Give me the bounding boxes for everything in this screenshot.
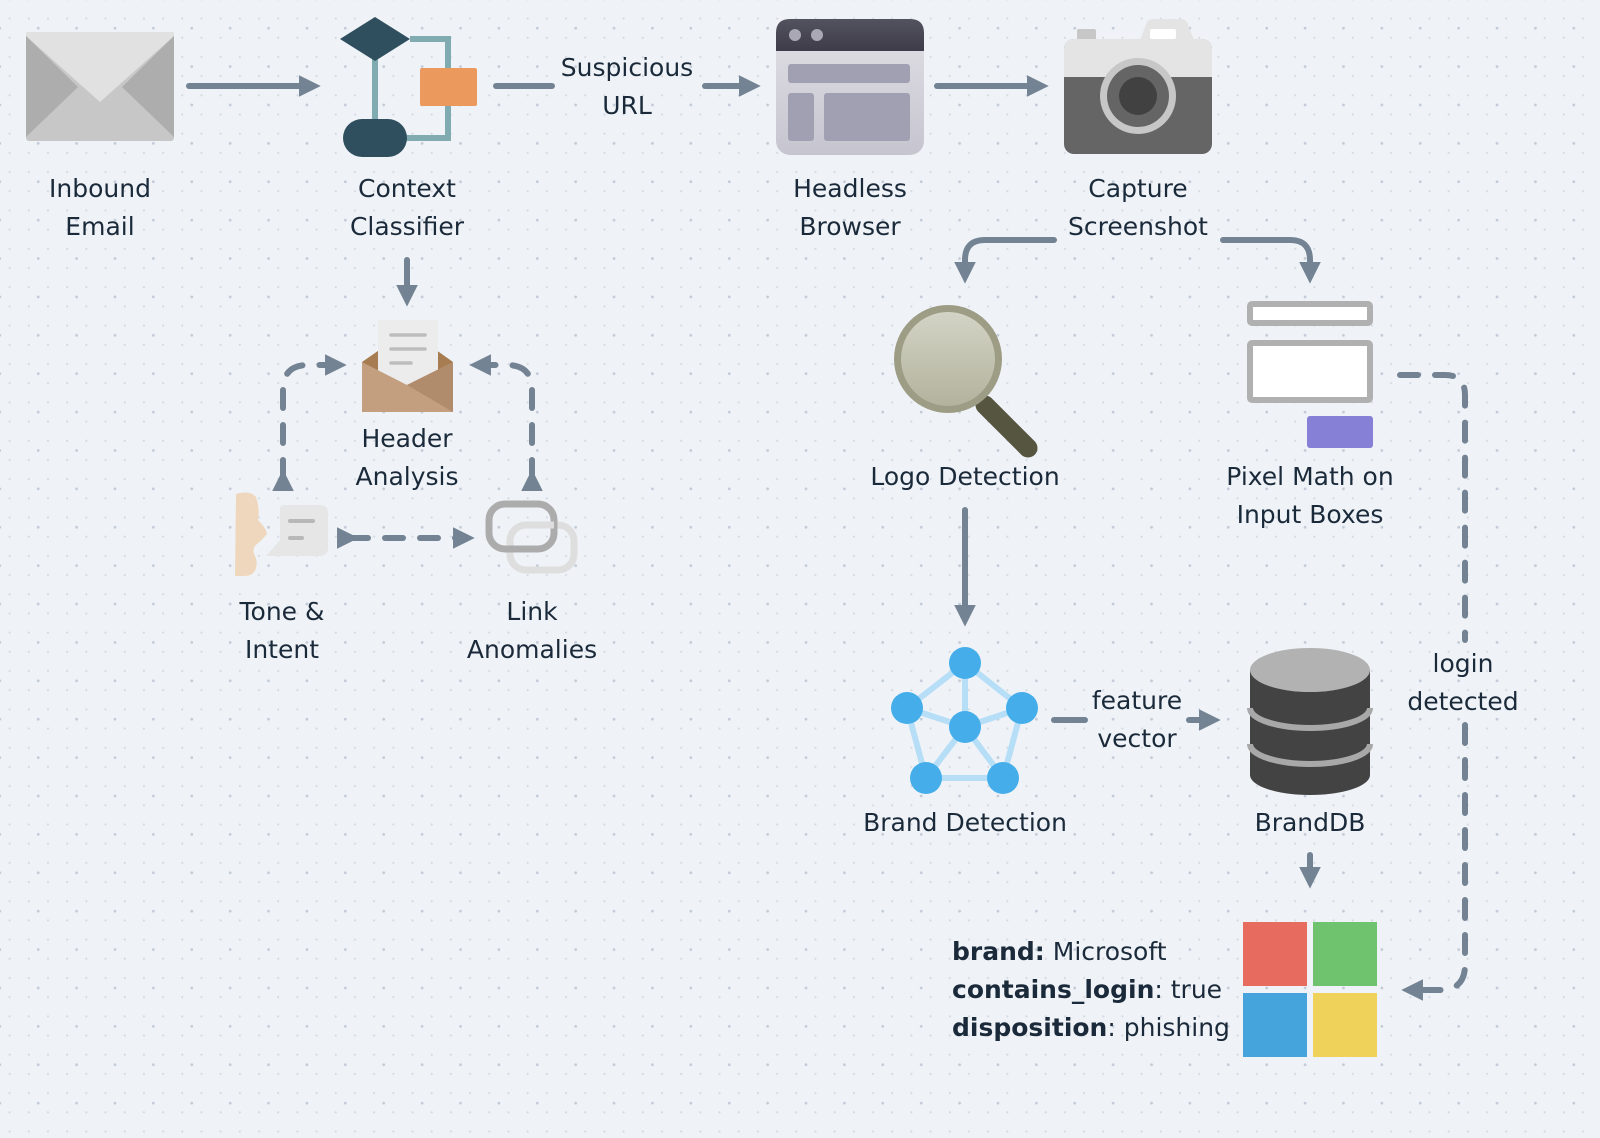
node-label-branddb: BrandDB — [1254, 808, 1366, 837]
node-label-logo-detection: Logo Detection — [870, 462, 1060, 491]
edge-label-suspicious-url: Suspicious URL — [560, 53, 694, 120]
edge-tone-to-header — [272, 354, 347, 491]
node-label-pixel-math: Pixel Math on Input Boxes — [1226, 462, 1394, 529]
neural-network-icon[interactable] — [891, 647, 1038, 794]
edge-label-login-detected: login detected — [1407, 649, 1519, 716]
edge-login-label-to-microsoft — [1401, 722, 1468, 1001]
envelope-icon[interactable] — [26, 32, 174, 141]
node-label-brand-detection: Brand Detection — [863, 808, 1067, 837]
edge-pixelmath-to-login-label — [1397, 372, 1468, 643]
node-label-headless-browser: Headless Browser — [793, 174, 907, 241]
edge-link-to-header — [469, 354, 543, 491]
dashed-edges — [272, 354, 1468, 1001]
node-label-tone-intent: Tone & Intent — [239, 597, 325, 664]
camera-icon[interactable] — [1064, 19, 1212, 154]
node-label-context-classifier: Context Classifier — [349, 174, 465, 241]
result-login-row: contains_login: true — [952, 975, 1223, 1004]
node-label-inbound-email: Inbound Email — [49, 174, 151, 241]
login-form-icon[interactable] — [1247, 301, 1373, 448]
node-label-link-anomalies: Link Anomalies — [466, 597, 598, 664]
node-label-header-analysis: Header Analysis — [355, 424, 459, 491]
chain-link-icon[interactable] — [485, 500, 578, 574]
result-brand-row: brand: Microsoft — [952, 937, 1167, 966]
node-label-capture-screenshot: Capture Screenshot — [1068, 174, 1208, 241]
edge-screenshot-to-logo — [954, 237, 1057, 284]
browser-window-icon[interactable] — [776, 19, 924, 155]
speaking-face-icon[interactable] — [235, 492, 328, 576]
magnifier-icon[interactable] — [894, 305, 1038, 458]
result-disposition-row: disposition: phishing — [952, 1013, 1230, 1042]
open-envelope-letter-icon[interactable] — [362, 320, 453, 412]
edge-label-feature-vector: feature vector — [1091, 686, 1183, 753]
edge-screenshot-to-pixelmath — [1220, 237, 1321, 284]
result-summary: brand: Microsoft contains_login: true di… — [952, 933, 1230, 1047]
edges — [186, 75, 1321, 731]
flowchart-icon[interactable] — [340, 17, 477, 157]
microsoft-logo-icon[interactable] — [1243, 922, 1377, 1057]
database-icon[interactable] — [1247, 648, 1373, 795]
